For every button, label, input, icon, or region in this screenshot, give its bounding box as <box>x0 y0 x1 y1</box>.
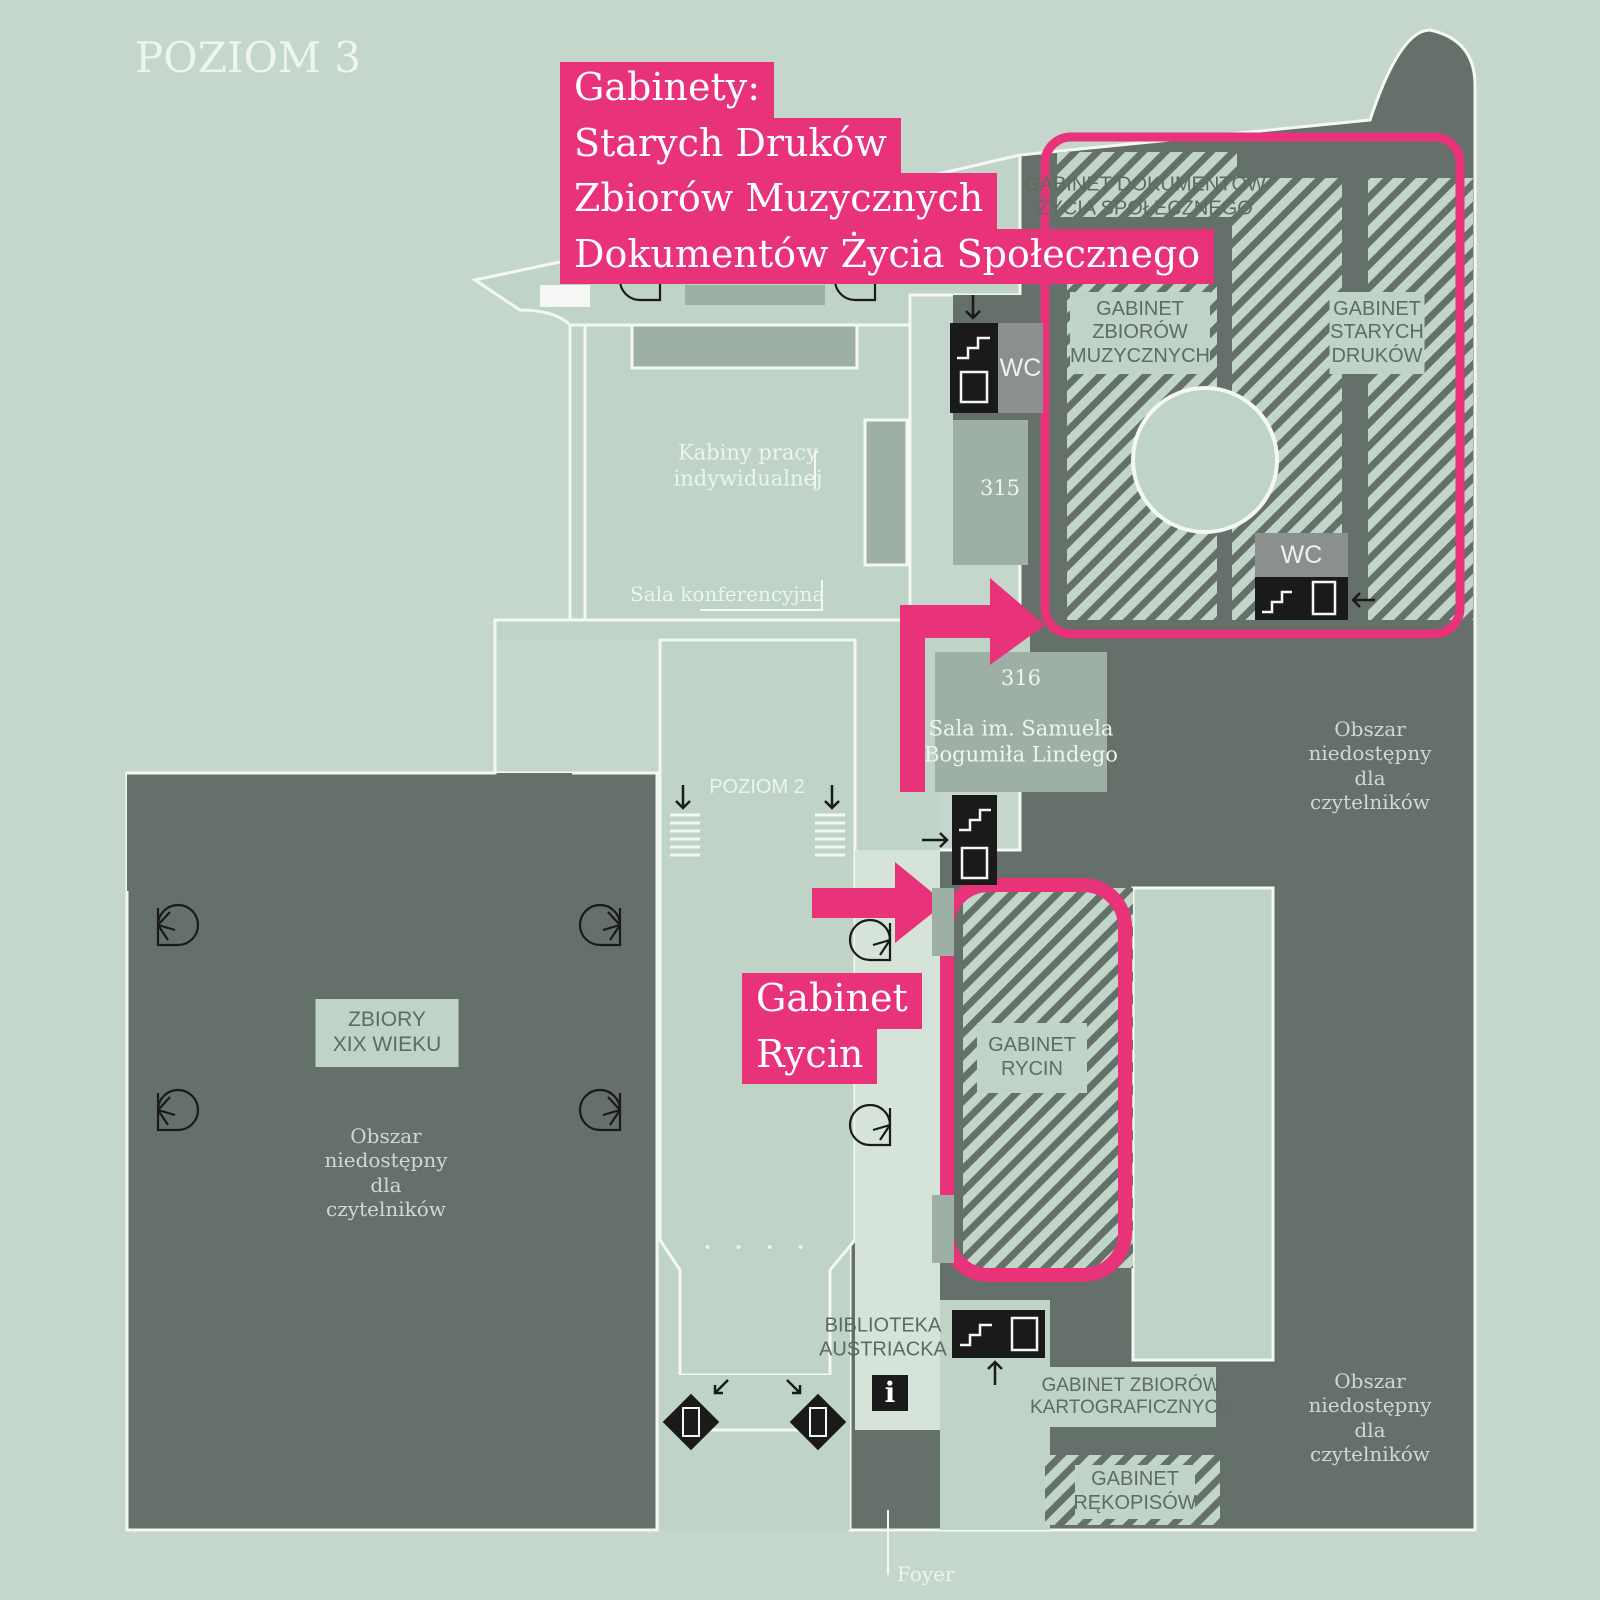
label-zbiory-xix: ZBIORY XIX WIEKU <box>315 999 459 1067</box>
label-sala-konferencyjna: Sala konferencyjna <box>630 582 825 606</box>
callout-rycin-line-1: Gabinet <box>742 973 922 1029</box>
wc-tile-right: WC <box>1255 533 1348 577</box>
label-obszar-right-top: Obszar niedostępny dla czytelników <box>1308 717 1432 815</box>
label-kartograficznych: GABINET ZBIORÓW KARTOGRAFICZNYCH <box>1030 1367 1232 1427</box>
highlight-frame-rycin <box>940 878 1132 1282</box>
wc-tile-top: WC <box>998 323 1043 413</box>
diamond-elevator-icons <box>662 1379 847 1451</box>
hatch-dokumentow <box>1057 152 1237 217</box>
label-zbiorow-muzycznych: GABINET ZBIORÓW MUZYCZNYCH <box>1070 292 1210 374</box>
dots: . . . . <box>702 1221 812 1257</box>
label-gabinet-rycin: GABINET RYCIN <box>977 1023 1087 1093</box>
stair-elevator-tile-mid <box>952 795 997 885</box>
label-biblioteka: BIBLIOTEKA AUSTRIACKA <box>819 1314 947 1361</box>
label-obszar-right-bottom: Obszar niedostępny dla czytelników <box>1308 1369 1432 1467</box>
callout-gabinety-line-4: Dokumentów Życia Społecznego <box>560 228 1215 284</box>
callout-rycin-line-2: Rycin <box>742 1028 878 1084</box>
inaccessible-area-left <box>125 771 659 1532</box>
stair-elevator-tile-top <box>950 323 998 413</box>
callout-rycin: Gabinet Rycin <box>742 973 922 1084</box>
right-strip-room <box>1131 886 1275 1362</box>
kabiny-block <box>630 323 859 370</box>
label-foyer: Foyer <box>897 1562 955 1586</box>
highlight-frame-top <box>1040 132 1465 639</box>
pink-arrow-rycin <box>812 862 945 943</box>
label-rekopisow: GABINET RĘKOPISÓW <box>1073 1465 1197 1519</box>
info-icon: i <box>884 1375 896 1409</box>
label-poziom-2: POZIOM 2 <box>709 775 805 798</box>
rotunda <box>1131 386 1279 534</box>
label-sala-lindego: Sala im. Samuela Bogumiła Lindego <box>924 716 1118 766</box>
label-room-316: 316 <box>1000 666 1042 691</box>
label-dokumentow: GABINET DOKUMENTÓW ŻYCIA SPOŁECZNEGO <box>1024 173 1266 220</box>
label-obszar-left: Obszar niedostępny dla czytelników <box>324 1124 448 1222</box>
room-315-area <box>953 420 1028 565</box>
label-starych-drukow: GABINET STARYCH DRUKÓW <box>1329 292 1425 374</box>
level-title: POZIOM 3 <box>135 33 361 82</box>
key-icon <box>932 888 954 1263</box>
info-icon-bg <box>872 1375 908 1411</box>
label-kabiny: Kabiny pracy indywidualnej <box>673 440 823 490</box>
label-room-315: 315 <box>979 476 1021 501</box>
room-316-area <box>935 652 1107 792</box>
pink-arrow-top <box>900 578 1045 792</box>
spiral-staircase-icon <box>156 258 892 1147</box>
callout-gabinety-line-2: Starych Druków <box>560 117 901 173</box>
callout-gabinety-line-3: Zbiorów Muzycznych <box>560 173 998 229</box>
callout-gabinety: Gabinety: Starych Druków Zbiorów Muzyczn… <box>560 62 1215 284</box>
callout-gabinety-line-1: Gabinety: <box>560 62 774 118</box>
